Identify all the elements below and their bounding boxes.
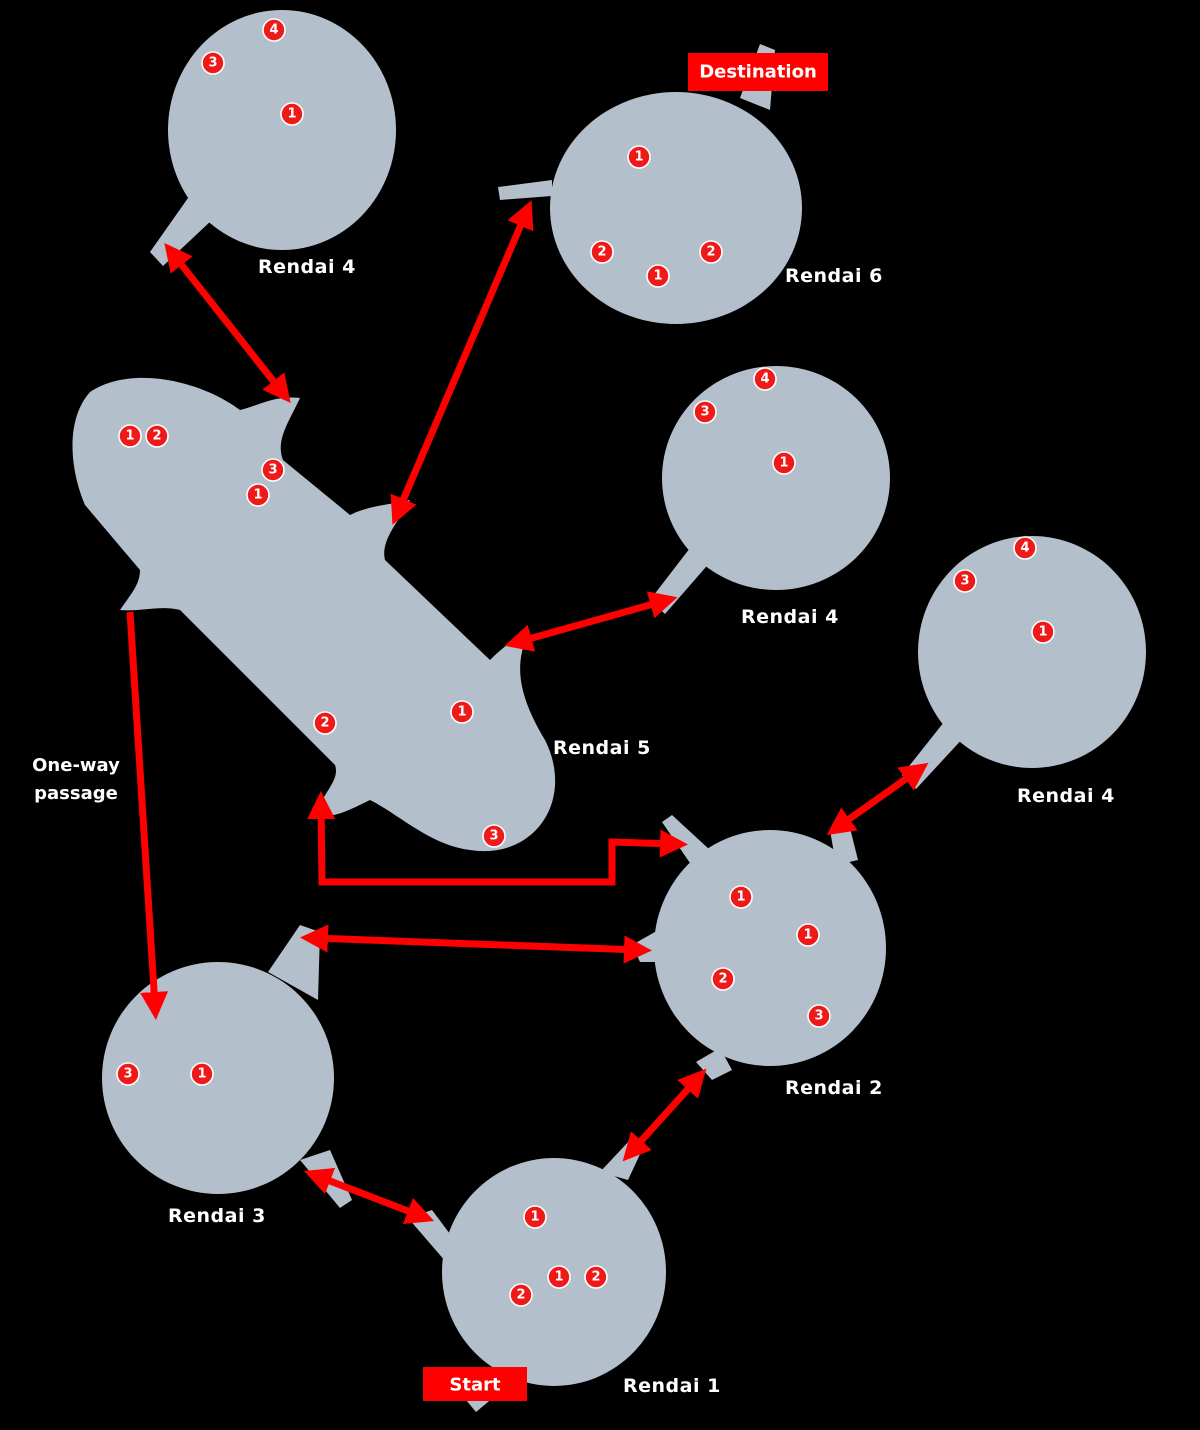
svg-text:passage: passage: [34, 783, 118, 804]
marker: 3: [116, 1062, 140, 1086]
marker: 4: [262, 18, 286, 42]
room-rendai-4-right[interactable]: 4 3 1 Rendai 4: [902, 536, 1146, 807]
marker: 1: [450, 700, 474, 724]
svg-text:1: 1: [1038, 625, 1047, 640]
svg-text:2: 2: [516, 1288, 525, 1303]
marker: 1: [772, 451, 796, 475]
svg-text:1: 1: [197, 1067, 206, 1082]
marker: 2: [509, 1283, 533, 1307]
room-label: Rendai 6: [785, 265, 883, 287]
marker: 1: [1031, 620, 1055, 644]
marker: 4: [1013, 536, 1037, 560]
marker: 2: [590, 240, 614, 264]
svg-text:3: 3: [268, 463, 277, 478]
marker: 2: [699, 240, 723, 264]
marker: 1: [280, 102, 304, 126]
room-label: Rendai 4: [1017, 785, 1115, 807]
room-label: Rendai 5: [553, 737, 651, 759]
marker: 3: [261, 458, 285, 482]
room-rendai-4-top[interactable]: 4 3 1 Rendai 4: [150, 10, 396, 278]
marker: 3: [953, 569, 977, 593]
svg-text:1: 1: [634, 150, 643, 165]
room-label: Rendai 4: [258, 256, 356, 278]
marker: 1: [523, 1205, 547, 1229]
svg-text:3: 3: [814, 1009, 823, 1024]
marker: 4: [753, 367, 777, 391]
marker: 1: [190, 1062, 214, 1086]
marker: 1: [729, 885, 753, 909]
marker: 1: [547, 1265, 571, 1289]
svg-text:1: 1: [457, 705, 466, 720]
destination-tag[interactable]: Destination: [688, 53, 828, 91]
marker: 2: [711, 967, 735, 991]
room-label: Rendai 4: [741, 606, 839, 628]
svg-text:4: 4: [269, 23, 278, 38]
svg-text:1: 1: [803, 928, 812, 943]
route-rendai3-rendai1[interactable]: [303, 1167, 435, 1225]
route-layer: [126, 200, 929, 1225]
marker: 2: [584, 1265, 608, 1289]
svg-text:1: 1: [779, 456, 788, 471]
route-rendai3-rendai2[interactable]: [300, 924, 652, 964]
room-rendai-3[interactable]: 3 1 Rendai 3: [102, 925, 352, 1227]
marker: 1: [646, 264, 670, 288]
svg-text:2: 2: [152, 429, 161, 444]
start-label: Start: [449, 1375, 501, 1396]
svg-text:One-way: One-way: [32, 755, 120, 776]
marker: 1: [796, 923, 820, 947]
route-rendai5-rendai6[interactable]: [390, 200, 534, 525]
room-rendai-5[interactable]: 1 2 3 1 2 1 3 Rendai 5: [72, 377, 651, 852]
svg-text:3: 3: [123, 1067, 132, 1082]
route-rendai1-rendai2[interactable]: [622, 1068, 707, 1162]
marker: 2: [145, 424, 169, 448]
svg-text:2: 2: [597, 245, 606, 260]
marker: 3: [807, 1004, 831, 1028]
start-tag[interactable]: Start: [423, 1367, 527, 1401]
svg-text:1: 1: [653, 269, 662, 284]
svg-text:4: 4: [1020, 541, 1029, 556]
svg-text:2: 2: [718, 972, 727, 987]
svg-text:1: 1: [287, 107, 296, 122]
svg-text:1: 1: [253, 488, 262, 503]
svg-text:2: 2: [320, 716, 329, 731]
marker: 2: [313, 711, 337, 735]
svg-text:2: 2: [706, 245, 715, 260]
marker: 1: [246, 483, 270, 507]
route-one-way-rendai5-rendai3[interactable]: [126, 611, 169, 1020]
route-rendai2-rendai4-right[interactable]: [826, 762, 929, 836]
svg-text:1: 1: [125, 429, 134, 444]
room-rendai-6[interactable]: 1 2 2 1 Rendai 6: [498, 44, 883, 324]
marker: 3: [482, 824, 506, 848]
route-rendai5-rendai4-mid[interactable]: [504, 591, 678, 652]
svg-text:3: 3: [208, 56, 217, 71]
svg-text:3: 3: [960, 574, 969, 589]
destination-label: Destination: [699, 62, 817, 83]
marker: 1: [627, 145, 651, 169]
svg-text:1: 1: [736, 890, 745, 905]
route-rendai5-rendai2[interactable]: [307, 791, 688, 886]
room-rendai-4-mid[interactable]: 4 3 1 Rendai 4: [650, 366, 890, 628]
svg-text:1: 1: [530, 1210, 539, 1225]
one-way-note: One-way passage: [32, 755, 120, 804]
room-label: Rendai 1: [623, 1375, 721, 1397]
svg-text:3: 3: [489, 829, 498, 844]
room-label: Rendai 2: [785, 1077, 883, 1099]
route-rendai5-rendai4-top[interactable]: [164, 243, 291, 403]
marker: 3: [693, 400, 717, 424]
room-rendai-2[interactable]: 1 1 2 3 Rendai 2: [632, 815, 886, 1099]
marker: 1: [118, 424, 142, 448]
svg-text:2: 2: [591, 1270, 600, 1285]
marker: 3: [201, 51, 225, 75]
room-label: Rendai 3: [168, 1205, 266, 1227]
svg-text:1: 1: [554, 1270, 563, 1285]
svg-text:3: 3: [700, 405, 709, 420]
svg-text:4: 4: [760, 372, 769, 387]
